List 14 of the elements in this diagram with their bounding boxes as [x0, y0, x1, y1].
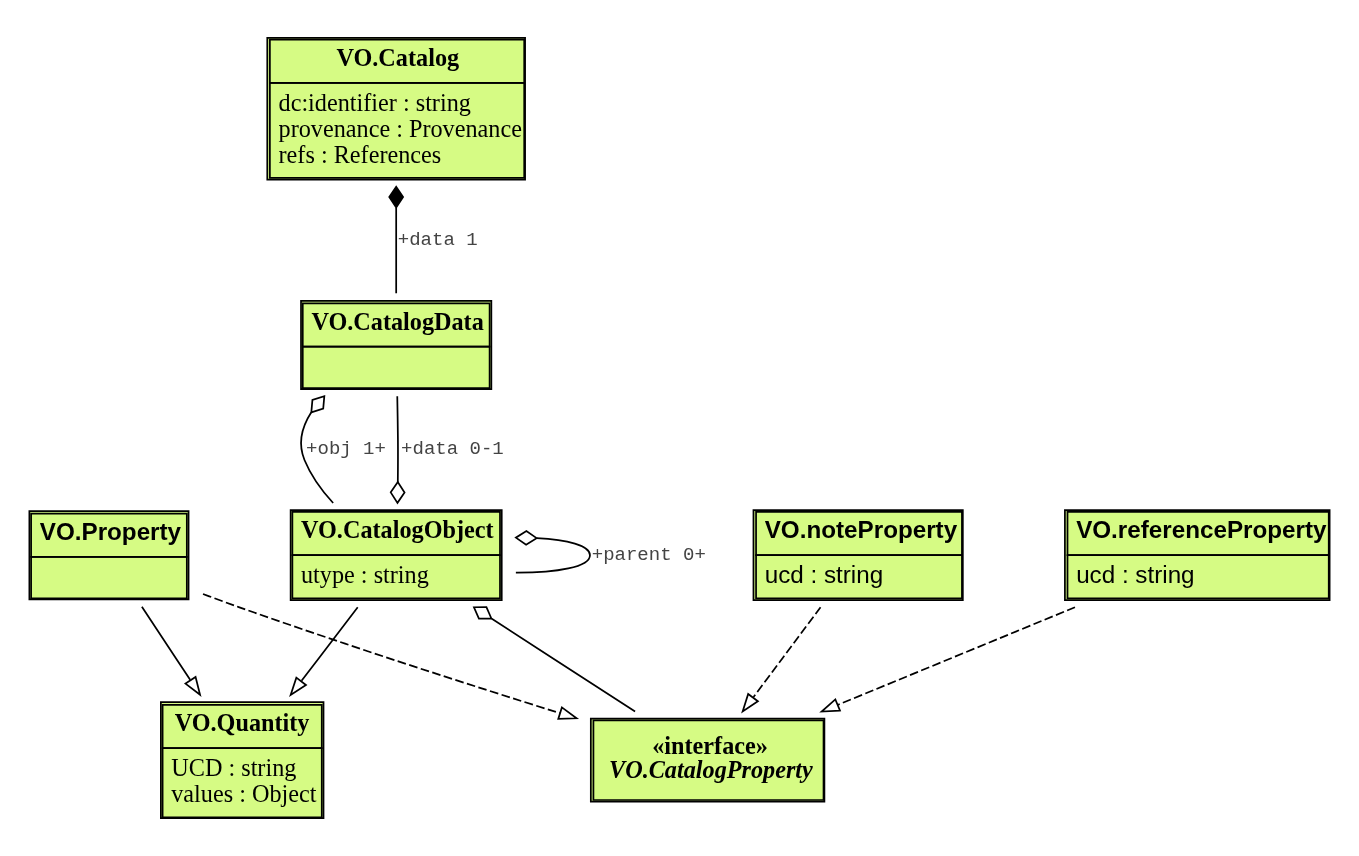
arrow [202, 593, 580, 720]
arrow [741, 606, 822, 714]
connector [300, 394, 334, 504]
connector [514, 529, 591, 574]
edge-label: +data 1 [397, 229, 478, 252]
connector [472, 606, 636, 713]
connector [389, 395, 406, 505]
arrow [141, 605, 202, 697]
arrow [289, 606, 359, 698]
arrow [819, 606, 1076, 713]
connector [388, 185, 405, 295]
edge-label: +data 0-1 [401, 438, 504, 461]
edge-label: +parent 0+ [591, 544, 706, 567]
edge-label: +obj 1+ [306, 438, 386, 461]
